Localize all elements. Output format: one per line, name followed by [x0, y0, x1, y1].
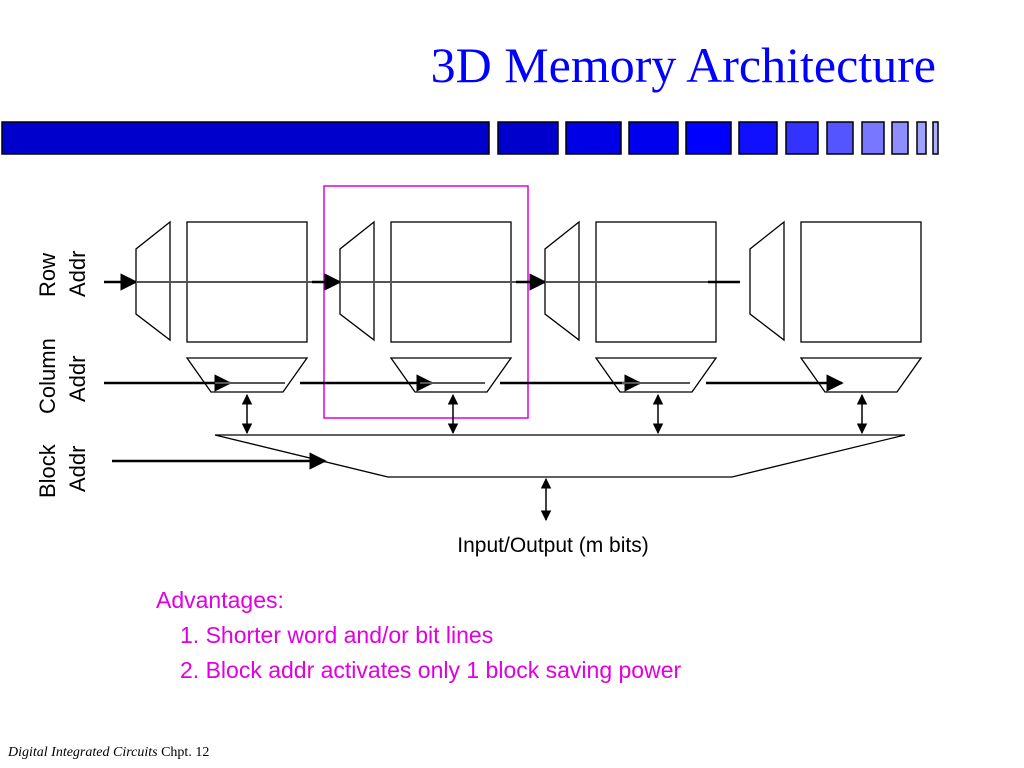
column-addr-label: Column Addr	[35, 332, 90, 414]
row-decoder	[749, 220, 785, 342]
block-multiplexer	[214, 434, 906, 478]
advantages-list: Advantages: 1. Shorter word and/or bit l…	[156, 583, 681, 688]
row-addr-label: Row Addr	[35, 247, 90, 297]
bar-block	[565, 121, 622, 155]
advantage-item: 1. Shorter word and/or bit lines	[180, 622, 494, 648]
block-addr-label-line2: Addr	[65, 446, 90, 492]
memory-block-2	[339, 220, 513, 393]
footer: Digital Integrated Circuits Chpt. 12	[8, 745, 209, 761]
bar-long	[1, 121, 490, 155]
bar-block	[685, 121, 732, 155]
bar-block	[891, 121, 909, 155]
highlight-box	[323, 185, 529, 419]
slide-title: 3D Memory Architecture	[430, 37, 936, 93]
memory-block-4	[749, 220, 923, 393]
block-addr-label: Block Addr	[35, 438, 90, 498]
memory-array	[800, 221, 922, 343]
column-addr-label-line2: Addr	[65, 356, 90, 402]
memory-block-3	[544, 220, 718, 393]
bar-block	[628, 121, 679, 155]
row-addr-label-line1: Row	[35, 253, 60, 297]
column-decoder	[799, 357, 923, 393]
bar-block	[916, 121, 927, 155]
memory-block-1	[135, 220, 309, 393]
column-addr-label-line1: Column	[35, 338, 60, 414]
row-addr-label-line2: Addr	[65, 251, 90, 297]
block-addr-label-line1: Block	[35, 443, 60, 498]
column-decoder	[185, 357, 309, 393]
bar-block	[861, 121, 885, 155]
advantages-heading: Advantages:	[156, 587, 284, 613]
decorative-bar-strip	[1, 121, 939, 155]
bar-block	[826, 121, 854, 155]
bar-block	[785, 121, 819, 155]
advantage-item: 2. Block addr activates only 1 block sav…	[180, 657, 682, 683]
io-label: Input/Output (m bits)	[457, 534, 648, 557]
data-links	[241, 393, 868, 435]
bar-block	[497, 121, 559, 155]
footer-chapter: Chpt. 12	[161, 745, 210, 760]
column-decoder	[389, 357, 513, 393]
footer-book-title: Digital Integrated Circuits	[8, 745, 158, 760]
bar-block	[738, 121, 778, 155]
column-decoder	[594, 357, 718, 393]
bar-block	[932, 121, 939, 155]
